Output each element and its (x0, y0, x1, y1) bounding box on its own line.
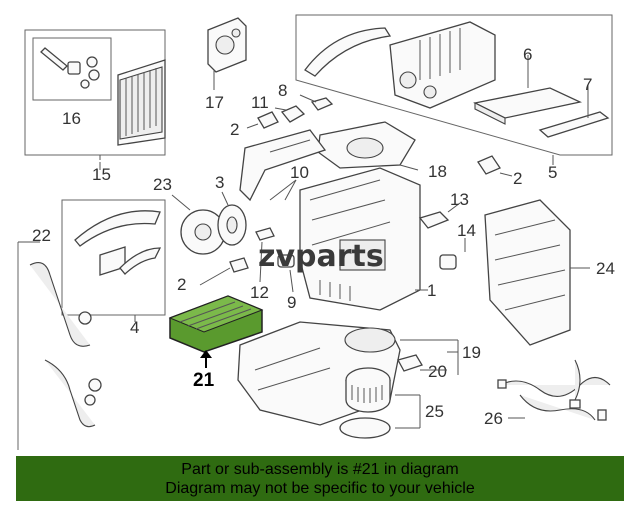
callout-23: 23 (153, 175, 172, 194)
callout-10: 10 (290, 163, 309, 182)
sensor-11[interactable] (274, 105, 306, 123)
part-21-highlighted[interactable] (168, 295, 264, 368)
banner-line-1: Part or sub-assembly is #21 in diagram (181, 461, 459, 478)
callout-12: 12 (250, 283, 269, 302)
pipes-22[interactable] (17, 241, 102, 450)
duct-4c[interactable] (119, 247, 162, 275)
duct-group-4 (61, 199, 166, 322)
callout-2b: 2 (513, 169, 522, 188)
cabin-air-filter[interactable] (473, 87, 583, 125)
callout-13: 13 (450, 190, 469, 209)
clip-2a[interactable] (246, 111, 279, 129)
duct-4a[interactable] (74, 210, 161, 247)
actuator-3[interactable] (217, 191, 247, 246)
callout-11: 11 (251, 93, 269, 112)
clip-2c[interactable] (199, 257, 249, 286)
callout-17: 17 (205, 93, 224, 112)
sensor-12[interactable] (255, 227, 275, 283)
callout-14: 14 (457, 221, 476, 240)
blower-motor-25[interactable] (339, 367, 421, 439)
callout-1: 1 (427, 281, 436, 300)
upper-case-assembly[interactable] (389, 21, 496, 109)
air-filter-door[interactable] (304, 27, 392, 77)
actuator-17[interactable] (207, 17, 247, 90)
info-banner: Part or sub-assembly is #21 in diagram D… (16, 456, 624, 501)
callout-21: 21 (193, 370, 215, 391)
callout-8: 8 (278, 81, 287, 100)
clip-2b[interactable] (477, 155, 513, 177)
callout-2c: 2 (177, 275, 186, 294)
callout-5: 5 (548, 163, 557, 182)
top-right-group (295, 14, 613, 165)
sensor-8[interactable] (299, 94, 334, 111)
filter-bracket[interactable] (538, 111, 610, 138)
callout-3: 3 (215, 173, 224, 192)
callout-24: 24 (596, 259, 615, 278)
callout-26: 26 (484, 409, 503, 428)
callout-9: 9 (287, 293, 296, 312)
callout-25: 25 (425, 402, 444, 421)
callout-16: 16 (62, 109, 81, 128)
parts-diagram: 1 2 2 2 3 4 5 6 7 8 9 10 11 12 13 14 15 … (17, 14, 615, 450)
duct-18[interactable] (317, 121, 419, 171)
sensor-9[interactable] (277, 254, 295, 293)
duct-4b[interactable] (99, 246, 126, 276)
callout-6: 6 (523, 45, 532, 64)
callout-7: 7 (583, 75, 592, 94)
callout-19: 19 (462, 343, 481, 362)
callout-15: 15 (92, 165, 111, 184)
callout-2a: 2 (230, 120, 239, 139)
fittings-kit[interactable] (40, 47, 100, 89)
callout-4: 4 (130, 318, 139, 337)
heater-core[interactable] (117, 59, 166, 146)
watermark: zvparts (258, 239, 384, 274)
callout-20: 20 (428, 362, 447, 381)
banner-line-2: Diagram may not be specific to your vehi… (165, 480, 475, 497)
connector-13[interactable] (418, 202, 461, 229)
wiring-harness-26[interactable] (497, 359, 611, 421)
blower-resistor-20[interactable] (397, 354, 423, 372)
duct-24[interactable] (484, 199, 590, 346)
actuator-23[interactable] (171, 194, 226, 255)
sensor-14[interactable] (439, 238, 466, 270)
heater-core-group (24, 29, 166, 160)
hvac-case-1[interactable] (299, 167, 428, 311)
callout-22: 22 (32, 226, 51, 245)
duct-10[interactable] (239, 129, 327, 202)
callout-18: 18 (428, 162, 447, 181)
